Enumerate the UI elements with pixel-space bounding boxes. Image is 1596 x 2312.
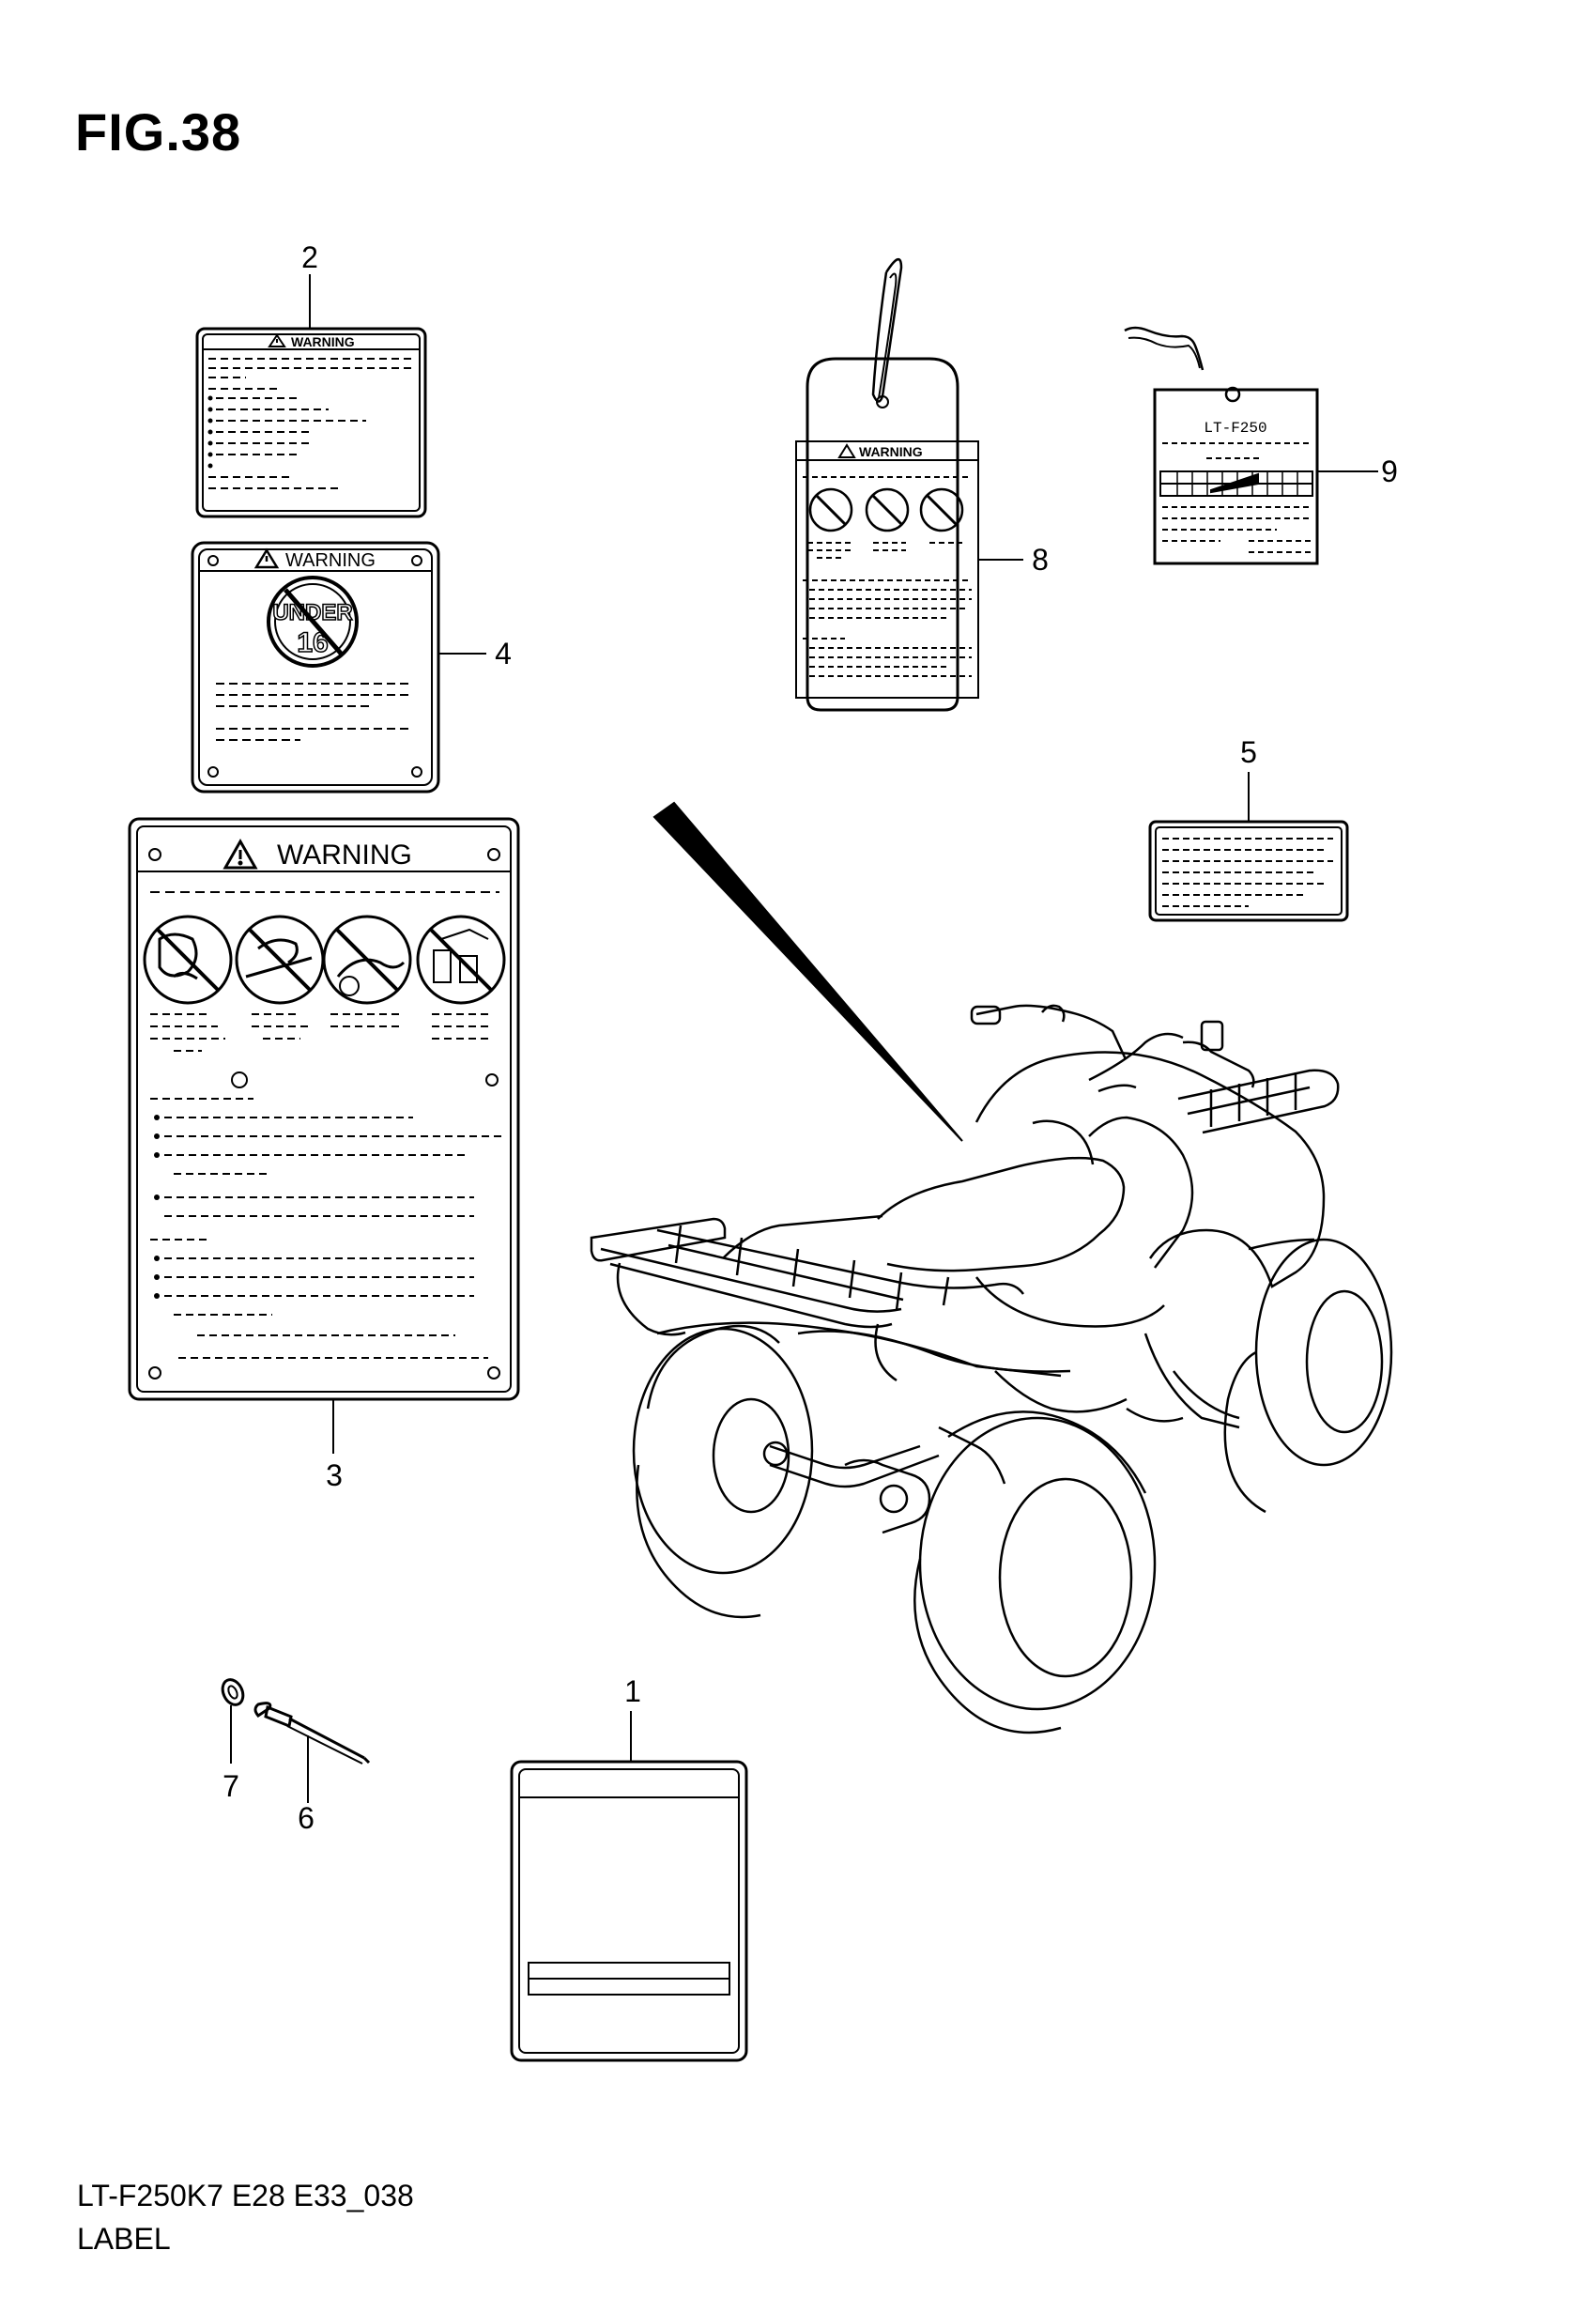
no-passenger-icon — [808, 487, 853, 532]
callout-5: 5 — [1240, 735, 1257, 769]
no-alcohol-icon — [416, 915, 506, 1005]
label-4-warning-text: WARNING — [285, 550, 376, 571]
no-passenger-icon — [143, 915, 233, 1005]
atv-vehicle-outline — [590, 1004, 1393, 1734]
warning-triangle-icon — [253, 547, 280, 569]
no-paved-road-icon — [322, 915, 412, 1005]
callout-2: 2 — [301, 240, 318, 274]
no-under-16-icon: UNDER 16 — [267, 576, 359, 668]
callout-8: 8 — [1032, 543, 1049, 577]
washer-part-7 — [221, 1678, 245, 1706]
callout-3: 3 — [326, 1458, 343, 1492]
callout-4: 4 — [495, 637, 512, 670]
rivet-part-6 — [253, 1702, 371, 1765]
label-2-warning-sticker: WARNING — [195, 327, 427, 518]
warning-triangle-icon — [268, 333, 286, 347]
warning-triangle-icon — [223, 838, 258, 870]
label-5-sticker — [1148, 820, 1349, 922]
label-4-under-16-sticker: WARNING UNDER 16 — [191, 541, 440, 794]
no-reckless-riding-icon — [235, 915, 325, 1005]
label-8-hang-tag: WARNING — [795, 258, 979, 712]
diagram-label: LABEL — [77, 2222, 171, 2256]
label-9-model-tag: LT-F250 — [1124, 326, 1319, 565]
location-pointer — [652, 801, 963, 1142]
callout-6: 6 — [298, 1801, 315, 1835]
figure-title: FIG.38 — [75, 102, 242, 162]
warning-triangle-icon — [837, 443, 856, 458]
callout-7: 7 — [223, 1769, 239, 1803]
under-text: UNDER — [272, 600, 352, 625]
no-alcohol-icon — [919, 487, 964, 532]
leader-lines — [230, 274, 1378, 1803]
tag-model-text: LT-F250 — [1204, 420, 1266, 437]
callout-1: 1 — [624, 1674, 641, 1708]
label-1-sticker — [510, 1760, 748, 2062]
label-3-warning-text: WARNING — [277, 840, 412, 871]
no-reckless-riding-icon — [865, 487, 910, 532]
label-2-warning-text: WARNING — [291, 334, 355, 349]
diagram-code: LT-F250K7 E28 E33_038 — [77, 2179, 414, 2212]
label-3-large-warning-sticker: WARNING — [128, 817, 520, 1401]
callout-9: 9 — [1381, 455, 1398, 488]
label-8-warning-text: WARNING — [859, 444, 923, 459]
